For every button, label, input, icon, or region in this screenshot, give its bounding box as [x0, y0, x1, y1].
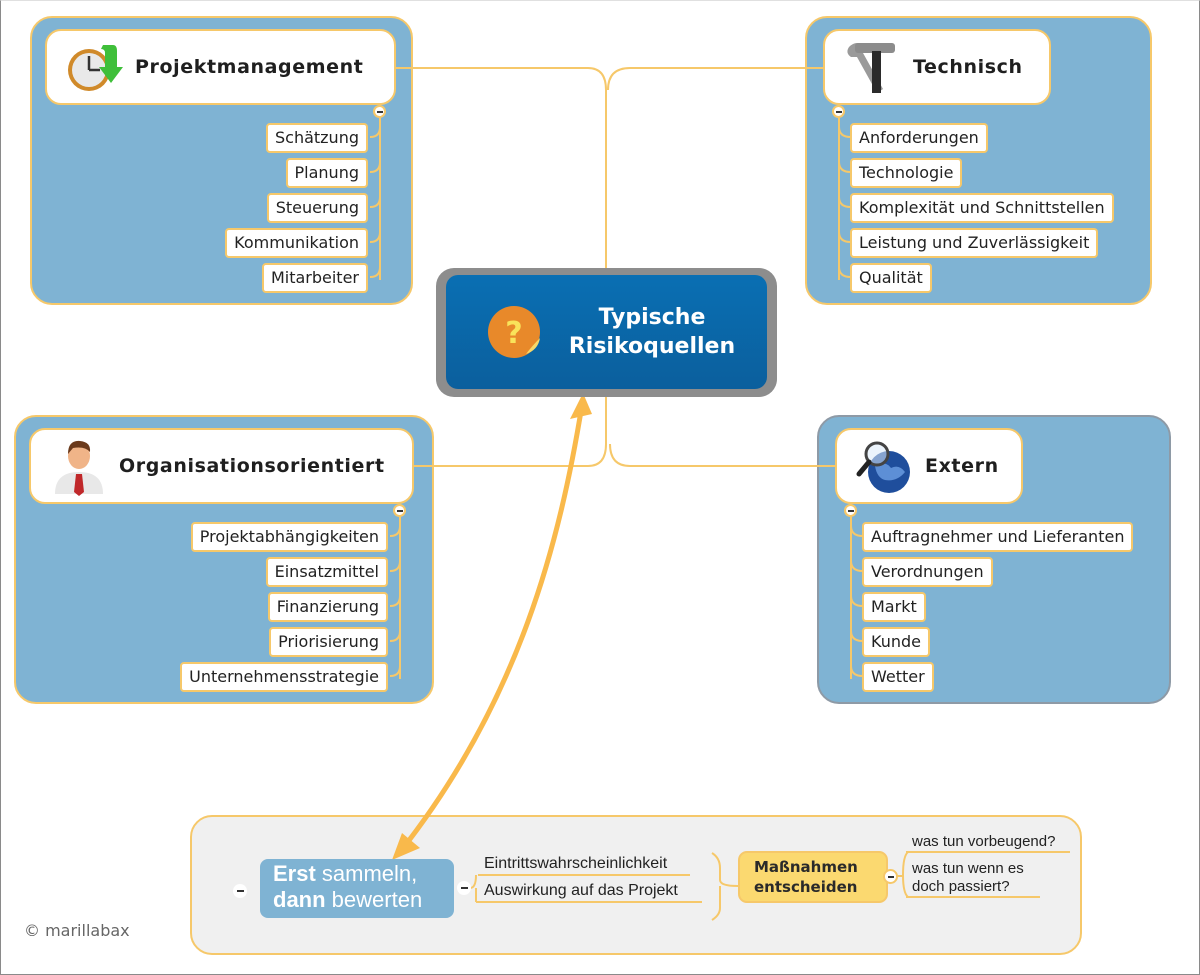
question-sticker-icon: ?: [488, 306, 540, 358]
action-wenn-passiert-line2[interactable]: doch passiert?: [912, 878, 1010, 895]
copyright-label: © marillabax: [24, 921, 130, 940]
topic-projektmanagement[interactable]: Projektmanagement: [45, 29, 396, 105]
subtopic-einsatzmittel[interactable]: Einsatzmittel: [265, 557, 388, 587]
subtopic-priorisierung[interactable]: Priorisierung: [269, 627, 388, 657]
criterion-auswirkung[interactable]: Auswirkung auf das Projekt: [484, 882, 678, 899]
collapse-toggle-actions[interactable]: [883, 869, 898, 884]
subtopic-mitarbeiter[interactable]: Mitarbeiter: [261, 263, 368, 293]
central-title: Typische Risikoquellen: [568, 305, 736, 359]
action-vorbeugend[interactable]: was tun vorbeugend?: [912, 833, 1056, 850]
topic-title: Projektmanagement: [135, 56, 364, 78]
collapse-toggle-criteria[interactable]: [457, 881, 471, 895]
business-person-icon: [55, 440, 103, 496]
subtopic-leistung[interactable]: Leistung und Zuverlässigkeit: [850, 228, 1099, 258]
topic-title: Organisationsorientiert: [119, 455, 385, 477]
collapse-toggle-projektmanagement[interactable]: [373, 105, 386, 118]
topic-title: Technisch: [913, 56, 1023, 78]
subtopic-komplexitaet[interactable]: Komplexität und Schnittstellen: [850, 193, 1114, 223]
subtopic-wetter[interactable]: Wetter: [862, 662, 934, 692]
subtopic-unternehmensstrategie[interactable]: Unternehmensstrategie: [180, 662, 388, 692]
collapse-toggle-extern[interactable]: [844, 504, 857, 517]
collapse-toggle-technisch[interactable]: [832, 105, 845, 118]
subtopic-finanzierung[interactable]: Finanzierung: [267, 592, 388, 622]
tools-icon: [847, 43, 895, 93]
subtopic-qualitaet[interactable]: Qualität: [850, 263, 932, 293]
subtopic-verordnungen[interactable]: Verordnungen: [862, 557, 993, 587]
subtopic-anforderungen[interactable]: Anforderungen: [850, 123, 988, 153]
clock-arrow-icon: [68, 45, 123, 91]
subtopic-technologie[interactable]: Technologie: [850, 158, 963, 188]
subtopic-projektabhaengigkeiten[interactable]: Projektabhängigkeiten: [190, 522, 388, 552]
topic-technisch[interactable]: Technisch: [823, 29, 1051, 105]
subtopic-kommunikation[interactable]: Kommunikation: [225, 228, 368, 258]
subtopic-steuerung[interactable]: Steuerung: [266, 193, 368, 223]
node-erst-sammeln-dann-bewerten[interactable]: Erst sammeln, dann bewerten: [260, 859, 454, 918]
topic-title: Extern: [925, 455, 999, 477]
central-topic[interactable]: ? Typische Risikoquellen: [436, 268, 777, 397]
collapse-toggle-process-left[interactable]: [233, 884, 247, 898]
subtopic-auftragnehmer[interactable]: Auftragnehmer und Lieferanten: [862, 522, 1134, 552]
action-wenn-passiert-line1[interactable]: was tun wenn es: [912, 860, 1024, 877]
globe-magnifier-icon: [856, 441, 910, 493]
node-massnahmen-entscheiden[interactable]: Maßnahmen entscheiden: [738, 851, 888, 903]
subtopic-markt[interactable]: Markt: [862, 592, 926, 622]
collapse-toggle-organisation[interactable]: [393, 504, 406, 517]
topic-organisation[interactable]: Organisationsorientiert: [29, 428, 414, 504]
subtopic-planung[interactable]: Planung: [285, 158, 368, 188]
subtopic-schaetzung[interactable]: Schätzung: [265, 123, 368, 153]
topic-extern[interactable]: Extern: [835, 428, 1023, 504]
svg-text:?: ?: [505, 316, 522, 351]
subtopic-kunde[interactable]: Kunde: [862, 627, 930, 657]
process-frame: [190, 815, 1082, 955]
criterion-eintrittswahrscheinlichkeit[interactable]: Eintrittswahrscheinlichkeit: [484, 855, 668, 872]
